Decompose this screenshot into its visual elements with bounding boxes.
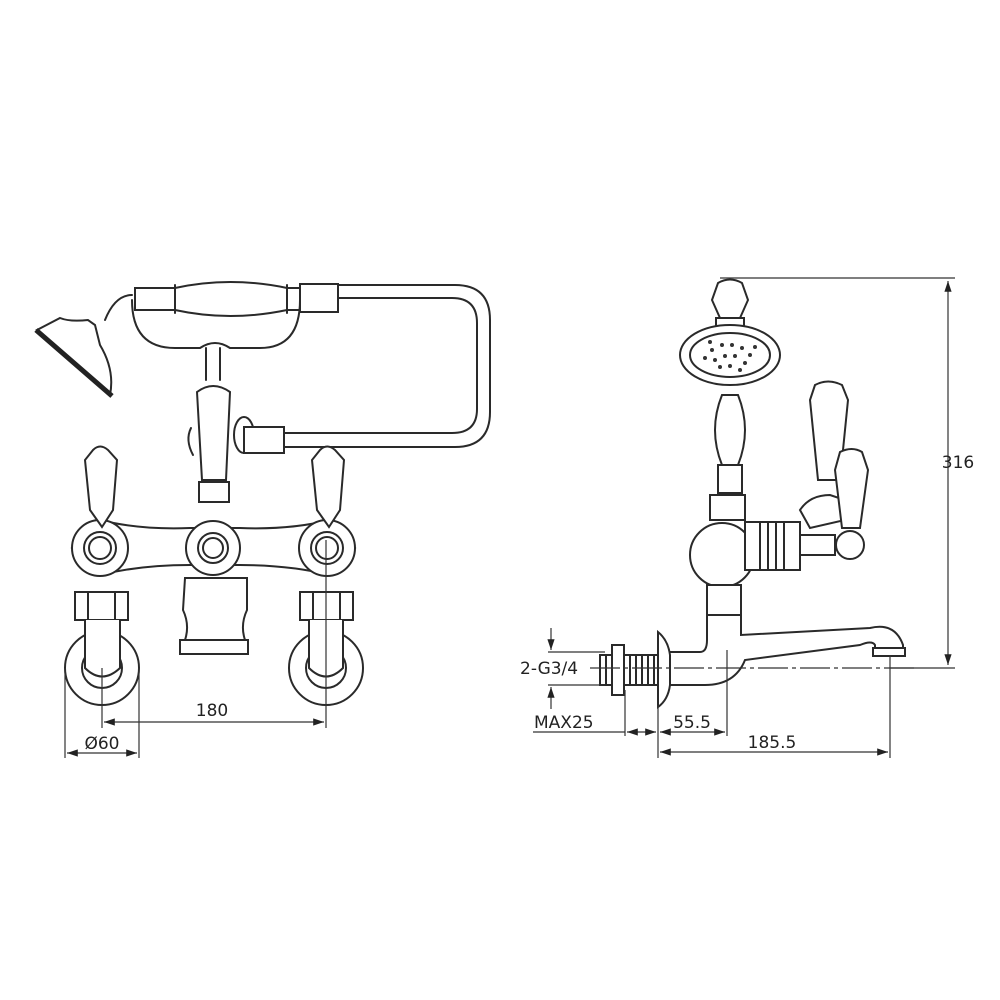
inlet-side xyxy=(599,629,671,709)
hose xyxy=(279,284,491,448)
handset-side xyxy=(709,394,746,521)
dim-wall-to-body: 55.5 xyxy=(673,713,711,733)
dim-projection: 185.5 xyxy=(748,733,797,753)
side-view: 316 2-G3/4 MAX25 55.5 185.5 xyxy=(520,277,974,758)
lever-left xyxy=(83,445,119,529)
body-bar xyxy=(70,518,357,577)
dim-height: 316 xyxy=(942,453,974,473)
spout-front xyxy=(179,577,249,655)
shower-head-front xyxy=(34,316,114,398)
dim-thread: 2-G3/4 xyxy=(520,659,578,679)
side-dimensions: 316 2-G3/4 MAX25 55.5 185.5 xyxy=(520,277,974,758)
levers-side xyxy=(798,380,870,560)
lever-right xyxy=(310,445,346,529)
dim-max-wall: MAX25 xyxy=(534,713,594,733)
spout-side xyxy=(664,614,906,686)
body-side xyxy=(689,521,801,616)
dim-center-distance: 180 xyxy=(196,701,228,721)
front-view: 180 Ø60 xyxy=(34,281,491,758)
shower-head-side xyxy=(679,278,781,386)
handset xyxy=(104,281,339,381)
diverter-column xyxy=(187,385,285,503)
dim-flange-diameter: Ø60 xyxy=(84,734,119,754)
front-dimensions: 180 Ø60 xyxy=(64,540,327,758)
